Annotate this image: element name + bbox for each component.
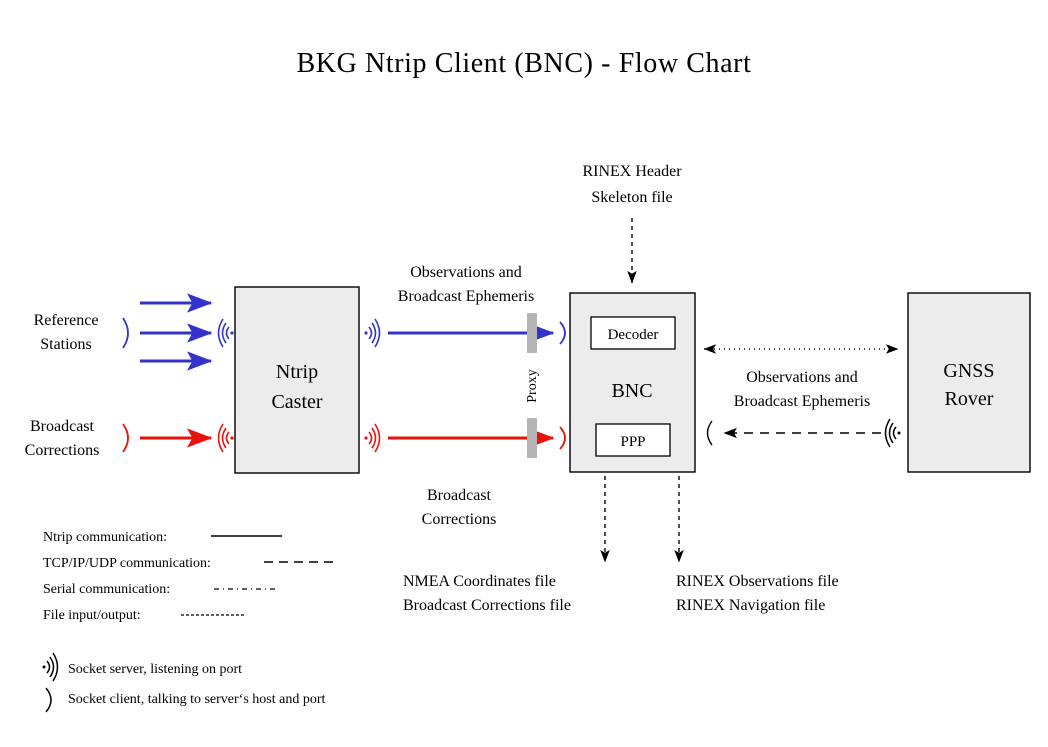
node-ntrip-caster[interactable] — [234, 286, 360, 474]
svg-text:NMEA Coordinates file: NMEA Coordinates file — [403, 573, 556, 590]
proxy-bar-bottom — [527, 418, 537, 458]
svg-text:RINEX Navigation file: RINEX Navigation file — [676, 597, 825, 614]
svg-text:File input/output:: File input/output: — [43, 608, 141, 623]
socket-server-icon — [364, 318, 381, 348]
gnss-rover-label-line2: Rover — [945, 388, 994, 410]
legend-socket-client: Socket client, talking to server‘s host … — [45, 687, 325, 713]
svg-text:Broadcast: Broadcast — [427, 487, 492, 504]
socket-client-icon — [706, 420, 713, 446]
svg-text:Stations: Stations — [40, 336, 92, 353]
proxy-bar-top — [527, 313, 537, 353]
observations-ephemeris-left-label: Observations and Broadcast Ephemeris — [398, 264, 534, 305]
observations-ephemeris-right-label: Observations and Broadcast Ephemeris — [734, 369, 870, 410]
svg-text:Ntrip communication:: Ntrip communication: — [43, 530, 167, 545]
socket-server-icon — [217, 318, 234, 348]
decoder-label: Decoder — [608, 327, 659, 343]
svg-text:Reference: Reference — [34, 312, 99, 329]
svg-text:Corrections: Corrections — [422, 511, 497, 528]
legend-socket-server: Socket server, listening on port — [42, 652, 242, 682]
svg-text:Broadcast Corrections file: Broadcast Corrections file — [403, 597, 571, 614]
rinex-output-label: RINEX Observations file RINEX Navigation… — [676, 573, 839, 614]
node-gnss-rover[interactable] — [907, 292, 1031, 473]
broadcast-corrections-mid-label: Broadcast Corrections — [422, 487, 497, 528]
svg-text:Broadcast Ephemeris: Broadcast Ephemeris — [734, 393, 870, 410]
ntrip-caster-label-line2: Caster — [271, 391, 322, 413]
reference-stations-label: Reference Stations — [34, 312, 99, 353]
ntrip-caster-label-line1: Ntrip — [276, 361, 318, 383]
socket-client-icon — [122, 423, 129, 453]
legend-line-ntrip: Ntrip communication: — [43, 530, 282, 545]
socket-server-icon — [42, 652, 59, 682]
legend-line-serial: Serial communication: — [43, 582, 278, 597]
legend-line-file-io: File input/output: — [43, 608, 246, 623]
svg-text:TCP/IP/UDP communication:: TCP/IP/UDP communication: — [43, 556, 211, 571]
bnc-label: BNC — [611, 380, 652, 402]
svg-text:Broadcast: Broadcast — [30, 418, 95, 435]
svg-text:Observations and: Observations and — [410, 264, 522, 281]
rinex-header-skeleton-label: RINEX Header Skeleton file — [582, 163, 682, 206]
svg-text:RINEX Observations file: RINEX Observations file — [676, 573, 839, 590]
svg-text:Skeleton file: Skeleton file — [591, 189, 672, 206]
svg-text:Socket server, listening on po: Socket server, listening on port — [68, 662, 242, 677]
socket-client-icon — [122, 317, 129, 349]
gnss-rover-label-line1: GNSS — [943, 360, 994, 382]
legend-line-tcpip: TCP/IP/UDP communication: — [43, 556, 333, 571]
socket-client-icon — [559, 426, 566, 450]
page-title: BKG Ntrip Client (BNC) - Flow Chart — [297, 48, 752, 79]
svg-text:Serial communication:: Serial communication: — [43, 582, 170, 597]
node-bnc-decoder[interactable] — [590, 316, 676, 350]
proxy-label: Proxy — [525, 369, 540, 402]
nmea-output-label: NMEA Coordinates file Broadcast Correcti… — [403, 573, 571, 614]
socket-server-icon — [364, 423, 381, 453]
svg-text:Observations and: Observations and — [746, 369, 858, 386]
socket-client-icon — [559, 321, 566, 345]
socket-client-icon — [45, 687, 52, 713]
svg-text:Socket client, talking to serv: Socket client, talking to server‘s host … — [68, 692, 325, 707]
svg-text:RINEX Header: RINEX Header — [582, 163, 682, 180]
socket-server-icon — [884, 418, 901, 448]
svg-text:Broadcast Ephemeris: Broadcast Ephemeris — [398, 288, 534, 305]
node-bnc-ppp[interactable] — [595, 423, 671, 457]
svg-text:Corrections: Corrections — [25, 442, 100, 459]
broadcast-corrections-source-label: Broadcast Corrections — [25, 418, 100, 459]
socket-server-icon — [217, 423, 234, 453]
ppp-label: PPP — [620, 434, 645, 450]
